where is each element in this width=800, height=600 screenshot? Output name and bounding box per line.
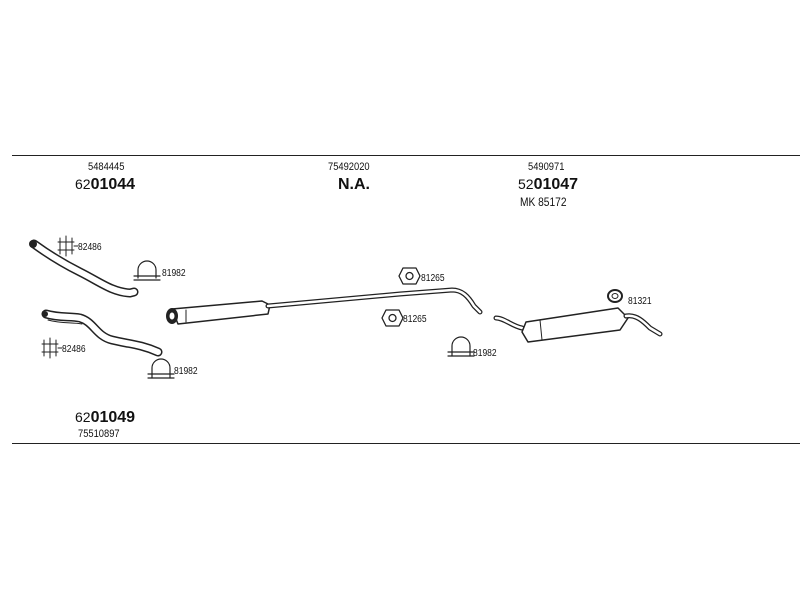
rear-silencer <box>493 307 663 343</box>
col3-code: 5201047 <box>518 177 578 193</box>
bottom-code: 6201049 <box>75 410 135 426</box>
callout-81982-right: 81982 <box>473 348 497 359</box>
bottom-ref: 75510897 <box>78 428 120 440</box>
clamp-82486-top-icon <box>57 235 79 257</box>
callout-81265-lower: 81265 <box>403 314 427 325</box>
hanger-81265-upper-icon <box>398 267 421 285</box>
centre-silencer <box>166 300 271 325</box>
callout-81982-bottom: 81982 <box>174 366 198 377</box>
callout-81321: 81321 <box>628 296 652 307</box>
col2-ref: 75492020 <box>328 161 370 173</box>
ubolt-81982-top-icon <box>133 260 161 281</box>
top-rule <box>12 155 800 156</box>
col3-code-main: 01047 <box>533 176 579 193</box>
callout-81265-upper: 81265 <box>421 273 445 284</box>
col1-code: 6201044 <box>75 177 135 193</box>
col2-code: N.A. <box>338 176 370 193</box>
col1-ref: 5484445 <box>88 161 125 173</box>
col3-code-prefix: 52 <box>518 176 534 192</box>
bottom-code-prefix: 62 <box>75 409 91 425</box>
hanger-81265-lower-icon <box>381 309 404 327</box>
col3-ref: 5490971 <box>528 161 565 173</box>
ubolt-81982-right-icon <box>447 336 475 357</box>
front-pipe-upper <box>29 239 139 298</box>
ubolt-81982-bottom-icon <box>147 358 175 379</box>
rubber-ring-81321-icon <box>607 289 623 303</box>
front-pipe-lower <box>41 309 163 357</box>
callout-81982-top: 81982 <box>162 268 186 279</box>
bottom-code-main: 01049 <box>90 409 136 426</box>
bottom-rule <box>12 443 800 444</box>
callout-82486-top: 82486 <box>78 242 102 253</box>
centre-pipe <box>265 287 483 315</box>
col1-code-prefix: 62 <box>75 176 91 192</box>
clamp-82486-bottom-icon <box>41 337 63 359</box>
callout-82486-bottom: 82486 <box>62 344 86 355</box>
col3-extra: MK 85172 <box>520 195 567 209</box>
col1-code-main: 01044 <box>90 176 136 193</box>
